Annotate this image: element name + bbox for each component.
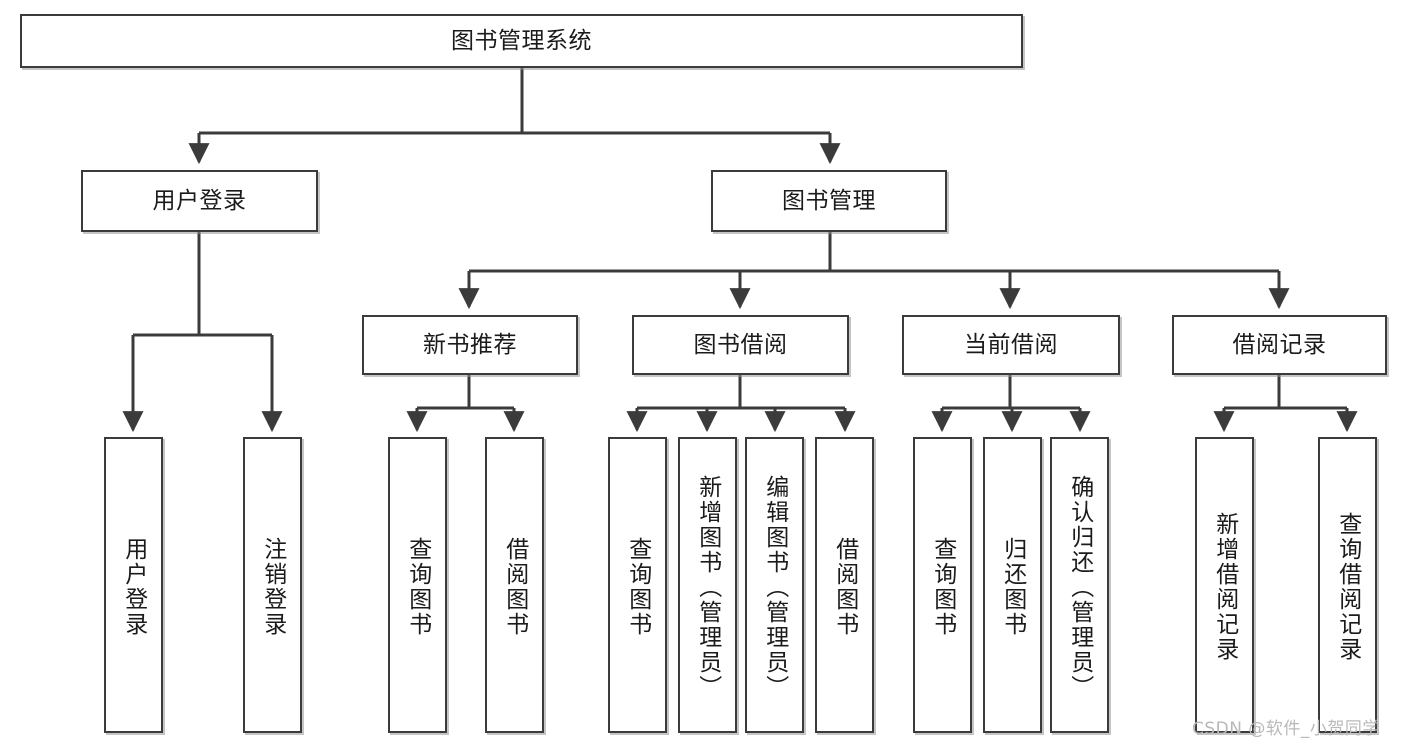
leaf-bookborrow-edit-book[interactable]: 编辑图书（管理员） — [745, 437, 804, 733]
leaf-currentborrow-confirm-return[interactable]: 确认归还（管理员） — [1050, 437, 1109, 733]
leaf-bookborrow-edit-book-label: 编辑图书（管理员） — [761, 474, 788, 700]
csdn-watermark: CSDN @软件_小贺同学 — [1192, 719, 1380, 739]
leaf-logout-label: 注销登录 — [259, 537, 286, 637]
leaf-newbook-query-book-label: 查询图书 — [404, 537, 431, 637]
node-book-borrow-label: 图书借阅 — [693, 331, 788, 358]
node-book-management-label: 图书管理 — [782, 187, 876, 214]
node-book-borrow[interactable]: 图书借阅 — [632, 315, 849, 375]
node-user-login-label: 用户登录 — [152, 187, 247, 214]
leaf-currentborrow-return-book-label: 归还图书 — [999, 537, 1026, 637]
leaf-logout[interactable]: 注销登录 — [243, 437, 302, 733]
leaf-borrowrecord-add-record[interactable]: 新增借阅记录 — [1195, 437, 1254, 733]
leaf-currentborrow-query-book-label: 查询图书 — [929, 537, 956, 637]
leaf-bookborrow-borrow-book[interactable]: 借阅图书 — [815, 437, 874, 733]
node-book-management[interactable]: 图书管理 — [711, 170, 947, 232]
node-new-book-recommend-label: 新书推荐 — [423, 331, 517, 358]
leaf-currentborrow-return-book[interactable]: 归还图书 — [983, 437, 1042, 733]
leaf-newbook-query-book[interactable]: 查询图书 — [388, 437, 447, 733]
leaf-bookborrow-query-book-label: 查询图书 — [624, 537, 651, 637]
leaf-user-login-label: 用户登录 — [120, 537, 147, 637]
node-borrow-record[interactable]: 借阅记录 — [1172, 315, 1387, 375]
leaf-currentborrow-query-book[interactable]: 查询图书 — [913, 437, 972, 733]
node-root-label: 图书管理系统 — [451, 27, 592, 54]
leaf-bookborrow-query-book[interactable]: 查询图书 — [608, 437, 667, 733]
leaf-user-login[interactable]: 用户登录 — [104, 437, 163, 733]
node-current-borrow[interactable]: 当前借阅 — [902, 315, 1120, 375]
leaf-newbook-borrow-book[interactable]: 借阅图书 — [485, 437, 544, 733]
leaf-bookborrow-add-book[interactable]: 新增图书（管理员） — [678, 437, 737, 733]
node-new-book-recommend[interactable]: 新书推荐 — [362, 315, 578, 375]
node-user-login[interactable]: 用户登录 — [81, 170, 318, 232]
node-borrow-record-label: 借阅记录 — [1232, 331, 1327, 358]
node-current-borrow-label: 当前借阅 — [964, 331, 1058, 358]
node-root[interactable]: 图书管理系统 — [20, 14, 1023, 68]
leaf-borrowrecord-add-record-label: 新增借阅记录 — [1211, 512, 1238, 662]
leaf-currentborrow-confirm-return-label: 确认归还（管理员） — [1066, 474, 1093, 700]
leaf-bookborrow-add-book-label: 新增图书（管理员） — [694, 474, 721, 700]
leaf-newbook-borrow-book-label: 借阅图书 — [501, 537, 528, 637]
leaf-borrowrecord-query-record[interactable]: 查询借阅记录 — [1318, 437, 1377, 733]
leaf-bookborrow-borrow-book-label: 借阅图书 — [831, 537, 858, 637]
leaf-borrowrecord-query-record-label: 查询借阅记录 — [1334, 512, 1361, 662]
